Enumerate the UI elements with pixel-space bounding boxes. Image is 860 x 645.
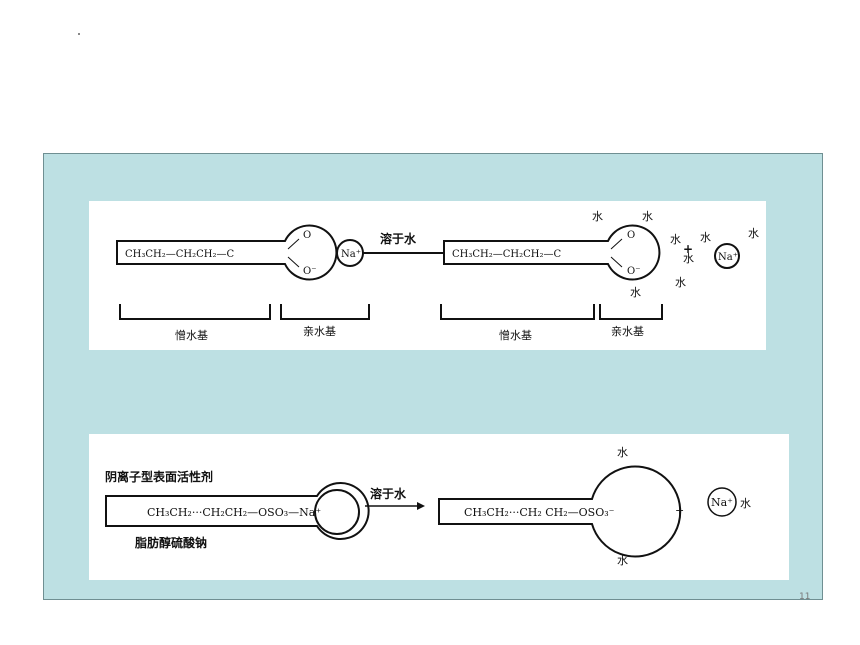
bottom-right-molecule-outline (438, 465, 682, 558)
carboxylate-diagram: CH₃CH₂—CH₂CH₂—C O O⁻ Na⁺ 溶于水 CH₃CH₂—CH₂C… (116, 210, 759, 342)
right-chain-formula: CH₃CH₂—CH₂CH₂—C (452, 249, 562, 260)
bottom-water-right: 水 (740, 497, 751, 510)
sulfate-diagram: 阴离子型表面活性剂 CH₃CH₂···CH₂CH₂—OSO₃—Na⁺ 脂肪醇硫酸… (105, 446, 751, 567)
left-hydrophobic-label: 憎水基 (175, 328, 208, 342)
left-chain-formula: CH₃CH₂—CH₂CH₂—C (125, 249, 235, 260)
left-carbonyl-oxygen: O (303, 230, 311, 241)
bottom-sodium-label: Na⁺ (711, 496, 733, 509)
water-label-1: 水 (592, 210, 603, 223)
right-hydrophobic-bracket (440, 304, 595, 320)
left-hydrophilic-bracket (280, 304, 370, 320)
dissolve-arrow-label: 溶于水 (380, 231, 417, 246)
water-label-7: 水 (675, 276, 686, 289)
stray-dot (78, 33, 80, 35)
left-hydrophilic-label: 亲水基 (303, 324, 336, 338)
water-label-4: 水 (700, 231, 711, 244)
page-number: 11 (799, 592, 811, 602)
carboxylate-diagram-card: CH₃CH₂—CH₂CH₂—C O O⁻ Na⁺ 溶于水 CH₃CH₂—CH₂C… (89, 201, 766, 350)
bottom-left-formula: CH₃CH₂···CH₂CH₂—OSO₃—Na⁺ (147, 506, 321, 519)
bottom-plus-sign: + (675, 504, 684, 517)
left-sodium-label: Na⁺ (341, 249, 361, 260)
water-label-6: 水 (683, 252, 694, 265)
right-sodium-label: Na⁺ (718, 252, 738, 263)
bottom-arrow-label: 溶于水 (370, 486, 407, 501)
right-sodium-circle (714, 243, 740, 269)
bottom-water-top: 水 (617, 446, 628, 459)
left-carboxyl-oxygen: O⁻ (303, 266, 316, 277)
bottom-water-bottom: 水 (617, 554, 628, 567)
right-hydrophilic-bracket (599, 304, 663, 320)
bottom-left-molecule-outline (105, 482, 370, 540)
bottom-arrow-head (417, 502, 425, 510)
bottom-left-head-circle (314, 489, 360, 535)
bottom-right-formula: CH₃CH₂···CH₂ CH₂—OSO₃⁻ (464, 506, 615, 519)
surfactant-type-title: 阴离子型表面活性剂 (105, 469, 213, 484)
bottom-sodium-circle (707, 487, 737, 517)
plus-sign: + (683, 242, 693, 256)
surfactant-name: 脂肪醇硫酸钠 (134, 535, 207, 550)
right-molecule-outline (443, 224, 661, 281)
right-hydrophobic-label: 憎水基 (499, 328, 532, 342)
water-label-8: 水 (630, 286, 641, 299)
sulfate-diagram-card: 阴离子型表面活性剂 CH₃CH₂···CH₂CH₂—OSO₃—Na⁺ 脂肪醇硫酸… (89, 434, 789, 580)
left-hydrophobic-bracket (119, 304, 271, 320)
water-label-5: 水 (748, 227, 759, 240)
right-hydrophilic-label: 亲水基 (611, 324, 644, 338)
water-label-3: 水 (670, 233, 681, 246)
right-carbonyl-oxygen: O (627, 230, 635, 241)
water-label-2: 水 (642, 210, 653, 223)
right-carboxyl-oxygen: O⁻ (627, 266, 640, 277)
